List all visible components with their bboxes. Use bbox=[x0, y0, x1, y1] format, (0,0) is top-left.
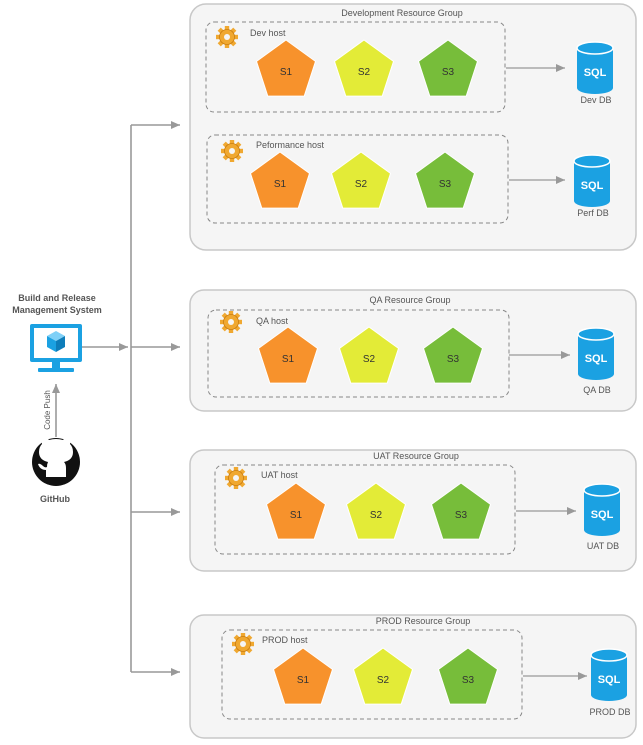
service-node-s2: S2 bbox=[338, 326, 400, 384]
service-label: S3 bbox=[447, 354, 460, 365]
connectors bbox=[52, 121, 180, 676]
monitor-icon bbox=[30, 324, 82, 372]
resource-group-title: PROD Resource Group bbox=[376, 616, 471, 626]
service-node-s2: S2 bbox=[333, 39, 395, 97]
resource-group-title: UAT Resource Group bbox=[373, 451, 459, 461]
service-label: S2 bbox=[363, 354, 376, 365]
service-node-s3: S3 bbox=[437, 647, 499, 705]
github-label: GitHub bbox=[40, 494, 70, 504]
sql-database-icon: SQL bbox=[583, 483, 621, 536]
host-box-perf bbox=[206, 134, 509, 224]
db-label: Dev DB bbox=[580, 95, 611, 105]
service-label: S2 bbox=[377, 675, 390, 686]
build-system-label: Management System bbox=[12, 305, 102, 315]
gear-icon bbox=[220, 311, 242, 333]
build-system-label: Build and Release bbox=[18, 293, 96, 303]
resource-group-uat: UAT Resource Group bbox=[189, 449, 637, 572]
sql-text: SQL bbox=[585, 353, 608, 365]
gear-icon bbox=[225, 467, 247, 489]
service-node-s1: S1 bbox=[272, 647, 334, 705]
service-label: S3 bbox=[462, 675, 475, 686]
db-connectors bbox=[506, 64, 587, 680]
host-label: Peformance host bbox=[256, 140, 325, 150]
service-label: S3 bbox=[455, 510, 468, 521]
service-label: S1 bbox=[282, 354, 295, 365]
resource-group-title: QA Resource Group bbox=[369, 295, 450, 305]
service-label: S1 bbox=[274, 179, 287, 190]
db-label: UAT DB bbox=[587, 541, 619, 551]
sql-database-icon: SQL bbox=[577, 327, 615, 380]
host-label: QA host bbox=[256, 316, 289, 326]
gear-icon bbox=[221, 140, 243, 162]
service-label: S2 bbox=[355, 179, 368, 190]
service-node-s2: S2 bbox=[352, 647, 414, 705]
github-icon bbox=[32, 437, 80, 486]
host-label: Dev host bbox=[250, 28, 286, 38]
sql-database-icon: SQL bbox=[573, 154, 611, 207]
service-node-s1: S1 bbox=[257, 326, 319, 384]
db-label: QA DB bbox=[583, 385, 611, 395]
host-label: UAT host bbox=[261, 470, 298, 480]
sql-text: SQL bbox=[581, 180, 604, 192]
host-box-prod bbox=[221, 629, 523, 720]
code-push-label: Code Push bbox=[43, 390, 52, 430]
resource-group-development: Development Resource Group bbox=[189, 3, 637, 251]
service-label: S3 bbox=[442, 67, 455, 78]
resource-group-title: Development Resource Group bbox=[341, 8, 463, 18]
host-box-uat bbox=[214, 464, 516, 555]
host-label: PROD host bbox=[262, 635, 308, 645]
service-node-s3: S3 bbox=[422, 326, 484, 384]
resource-group-qa: QA Resource Group bbox=[189, 289, 637, 412]
sql-database-icon: SQL bbox=[576, 41, 614, 94]
db-label: PROD DB bbox=[589, 707, 630, 717]
host-box-qa bbox=[207, 309, 510, 398]
sql-text: SQL bbox=[584, 67, 607, 79]
resource-group-prod: PROD Resource Group bbox=[189, 614, 637, 739]
service-node-s1: S1 bbox=[249, 151, 311, 209]
service-label: S2 bbox=[358, 67, 371, 78]
sql-database-icon: SQL bbox=[590, 648, 628, 701]
service-node-s3: S3 bbox=[417, 39, 479, 97]
host-box-dev bbox=[205, 21, 506, 113]
service-node-s1: S1 bbox=[265, 482, 327, 540]
db-label: Perf DB bbox=[577, 208, 609, 218]
service-label: S1 bbox=[290, 510, 303, 521]
gear-icon bbox=[232, 633, 254, 655]
service-node-s1: S1 bbox=[255, 39, 317, 97]
service-node-s2: S2 bbox=[330, 151, 392, 209]
service-label: S1 bbox=[280, 67, 293, 78]
service-label: S1 bbox=[297, 675, 310, 686]
service-node-s3: S3 bbox=[430, 482, 492, 540]
service-label: S3 bbox=[439, 179, 452, 190]
sql-text: SQL bbox=[598, 674, 621, 686]
service-node-s3: S3 bbox=[414, 151, 476, 209]
service-node-s2: S2 bbox=[345, 482, 407, 540]
service-label: S2 bbox=[370, 510, 383, 521]
sql-text: SQL bbox=[591, 509, 614, 521]
gear-icon bbox=[216, 26, 238, 48]
